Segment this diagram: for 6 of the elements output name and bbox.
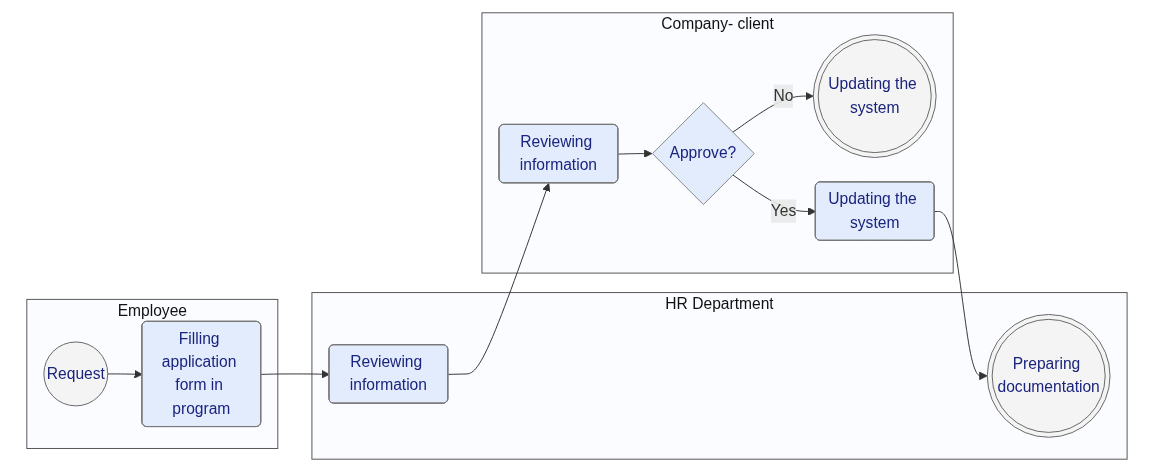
node-circle: Updating the system xyxy=(812,34,937,158)
node-circle: Preparing documentation xyxy=(986,314,1111,438)
node-circle: Request xyxy=(42,341,108,407)
node-diamond: Approve? xyxy=(651,102,755,205)
edge-label: No xyxy=(773,87,794,104)
edge-label: Yes xyxy=(770,202,796,219)
